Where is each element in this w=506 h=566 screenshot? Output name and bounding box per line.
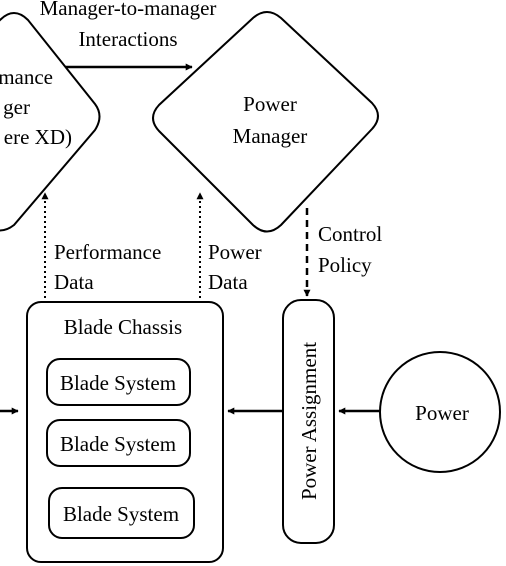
control-policy-label: Control Policy: [318, 222, 382, 277]
manager-interactions-line2: Interactions: [78, 27, 177, 51]
performance-data-line1: Performance: [54, 240, 161, 264]
power-data-line1: Power: [208, 240, 262, 264]
blade-system-1: Blade System: [46, 358, 191, 406]
power-source-node: Power: [379, 351, 501, 473]
blade-system-3-label: Blade System: [63, 502, 179, 526]
blade-system-3-box: [48, 487, 195, 539]
performance-manager-shape: [0, 12, 101, 232]
blade-chassis-title: Blade Chassis: [64, 315, 182, 339]
power-data-label: Power Data: [208, 240, 262, 294]
power-manager-shape: [152, 11, 379, 233]
performance-manager-node: mance ger ere XD): [0, 12, 101, 232]
blade-system-3: Blade System: [48, 487, 195, 539]
blade-system-1-box: [46, 358, 191, 406]
power-manager-line1: Power: [243, 92, 297, 116]
blade-system-2-label: Blade System: [60, 432, 176, 456]
performance-data-label: Performance Data: [54, 240, 161, 294]
manager-interactions-line1: Manager-to-manager: [40, 0, 217, 20]
power-data-line2: Data: [208, 270, 248, 294]
performance-manager-line3: ere XD): [4, 125, 72, 149]
power-assignment-box: [282, 299, 335, 544]
performance-data-line2: Data: [54, 270, 94, 294]
power-manager-node: Power Manager: [152, 11, 379, 233]
power-source-label: Power: [415, 401, 469, 425]
blade-system-2-box: [46, 419, 191, 467]
blade-system-1-label: Blade System: [60, 371, 176, 395]
manager-interactions-label: Manager-to-manager Interactions: [40, 0, 217, 51]
blade-system-2: Blade System: [46, 419, 191, 467]
performance-manager-line1: mance: [0, 65, 53, 89]
power-manager-line2: Manager: [233, 124, 308, 148]
control-policy-line1: Control: [318, 222, 382, 246]
performance-manager-line2: ger: [3, 95, 30, 119]
power-assignment-label: Power Assignment: [297, 342, 321, 500]
power-assignment-node: Power Assignment: [282, 299, 335, 544]
blade-chassis: Blade Chassis Blade System Blade System …: [26, 301, 224, 563]
control-policy-line2: Policy: [318, 253, 372, 277]
